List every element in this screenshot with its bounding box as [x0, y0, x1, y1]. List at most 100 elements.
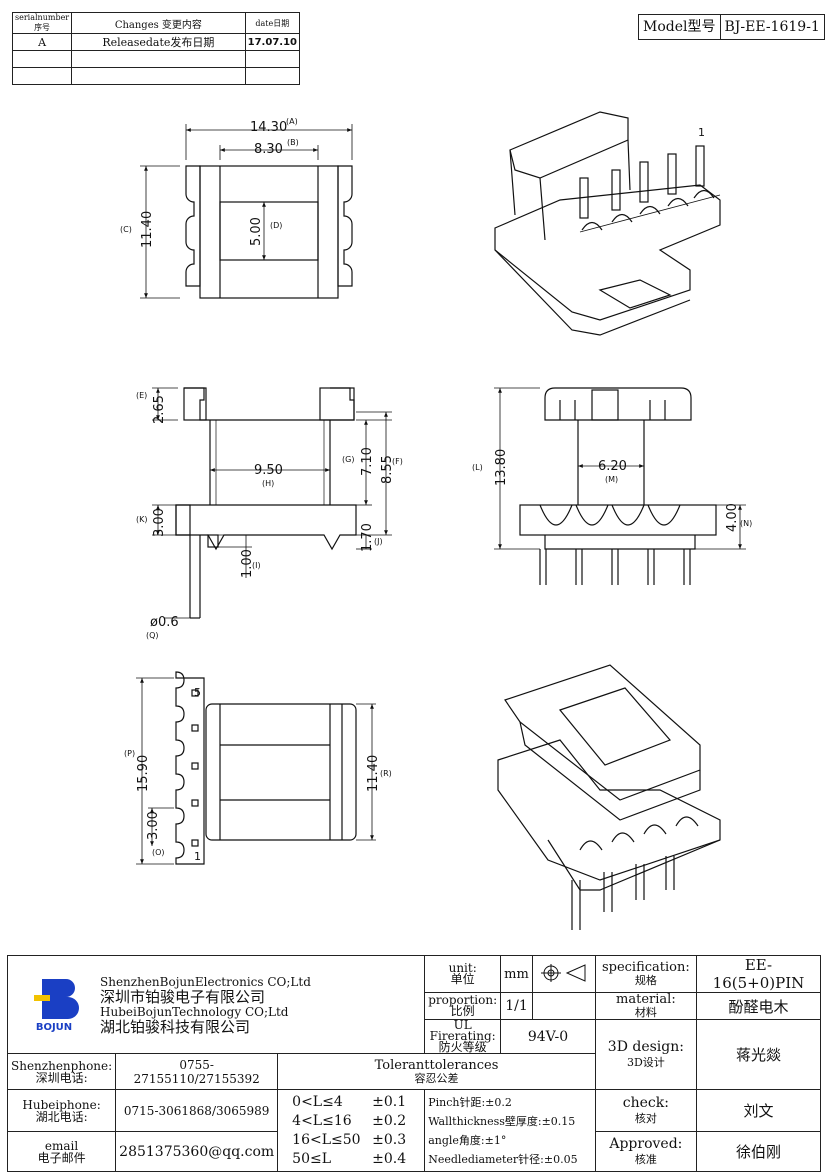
shenzhen-phone: 0755-27155110/27155392	[115, 1053, 279, 1090]
dim-k-label: (K)	[136, 515, 148, 524]
dim-p-value: 15.90	[136, 755, 151, 792]
dim-n-value: 4.00	[725, 503, 740, 532]
tolerance-row: 4<L≤16±0.2	[292, 1112, 407, 1129]
bottom-view	[136, 671, 376, 865]
model-box: Model型号 BJ-EE-1619-1	[638, 14, 825, 40]
logo-text: BOJUN	[36, 1022, 72, 1033]
tolerances-title-cn: 容忍公差	[414, 1071, 459, 1085]
check-label: check:	[622, 1094, 669, 1111]
design-label-cn: 3D设计	[626, 1055, 665, 1069]
spec-label: specification:	[601, 960, 690, 975]
dim-l-value: 13.80	[494, 449, 509, 486]
model-label: Model型号	[643, 19, 716, 35]
dim-r-label: (R)	[380, 769, 392, 778]
notes-list: Pinch针距:±0.2 Wallthickness壁厚度:±0.15 angl…	[424, 1089, 596, 1172]
iso-pin-label-1: 1	[698, 126, 705, 139]
hubei-label-cn: 湖北电话:	[35, 1109, 88, 1124]
iso-view-top	[494, 111, 721, 336]
revision-table: serialnumber序号 Changes 变更内容 date日期 A Rel…	[11, 12, 301, 85]
company-cn-2: 湖北铂骏科技有限公司	[100, 1017, 251, 1036]
dim-g-label: (G)	[342, 455, 354, 464]
company-logo: BOJUN	[8, 973, 100, 1036]
approved-value: 徐伯刚	[695, 1131, 822, 1172]
iso-view-bottom	[497, 664, 721, 930]
dim-c-value: 11.40	[140, 211, 155, 248]
dim-e-label: (E)	[136, 391, 147, 400]
email-label: email	[44, 1138, 79, 1153]
dim-i-value: 1.00	[240, 549, 255, 578]
title-block: BOJUN ShenzhenBojunElectronics CO;Ltd 深圳…	[6, 955, 822, 1172]
dim-c-label: (C)	[120, 225, 132, 234]
company-cn-1: 深圳市铂骏电子有限公司	[100, 987, 266, 1006]
dim-b-value: 8.30	[254, 142, 283, 157]
dim-k-value: 3.00	[152, 508, 167, 537]
shenzhen-label: Shenzhenphone:	[11, 1058, 113, 1073]
dim-h-label: (H)	[262, 479, 274, 488]
top-view	[140, 124, 353, 299]
unit-label: unit:	[448, 961, 477, 975]
email-value: 2851375360@qq.com	[115, 1131, 279, 1172]
company-en-2: HubeiBojunTechnology CO;Ltd	[100, 1004, 289, 1019]
email-label-cn: 电子邮件	[37, 1150, 86, 1165]
tolerance-row: 16<L≤50±0.3	[292, 1131, 407, 1148]
dim-o-value: 3.00	[146, 811, 161, 840]
dim-o-label: (O)	[152, 848, 165, 857]
material-label-cn: 材料	[634, 1006, 657, 1019]
ul-label: UL Firerating:	[429, 1018, 496, 1043]
unit-value: mm	[500, 955, 533, 993]
dim-d-value: 5.00	[249, 217, 264, 246]
dim-p-label: (P)	[124, 749, 135, 758]
dim-j-value: 1.70	[360, 523, 375, 552]
side-view	[494, 387, 746, 585]
rev-change: Releasedate发布日期	[71, 33, 246, 51]
dim-r-value: 11.40	[366, 755, 381, 792]
dim-g-value: 7.10	[360, 447, 375, 476]
check-value: 刘文	[695, 1089, 822, 1132]
design-label: 3D design:	[607, 1038, 684, 1055]
hubei-phone: 0715-3061868/3065989	[115, 1089, 279, 1132]
tolerances-title: Toleranttolerances	[374, 1057, 499, 1073]
dim-b-label: (B)	[287, 138, 299, 147]
note-wall: Wallthickness壁厚度:±0.15	[428, 1114, 576, 1128]
dim-h-value: 9.50	[254, 463, 283, 478]
ul-value: 94V-0	[500, 1019, 596, 1054]
design-value: 蒋光燚	[695, 1019, 822, 1090]
dim-e-value: 2.65	[152, 395, 167, 424]
note-pinch: Pinch针距:±0.2	[428, 1095, 512, 1109]
proportion-label: proportion:	[428, 993, 498, 1007]
dim-a-label: (A)	[286, 117, 298, 126]
spec-label-cn: 规格	[634, 974, 657, 987]
dim-f-value: 8.55	[380, 455, 395, 484]
dim-l-label: (L)	[472, 463, 483, 472]
dim-m-label: (M)	[605, 475, 618, 484]
ul-label-cn: 防火等级	[438, 1040, 487, 1054]
note-needle: Needlediameter针径:±0.05	[428, 1152, 578, 1166]
dim-a-value: 14.30	[250, 120, 287, 135]
technical-drawing: 14.30 (A) 8.30 (B) 11.40 (C) 5.00 (D) 2.…	[120, 111, 752, 930]
proportion-label-cn: 比例	[450, 1004, 475, 1018]
unit-label-cn: 单位	[450, 972, 475, 986]
material-label: material:	[616, 992, 676, 1007]
material-value: 酚醛电木	[695, 992, 822, 1020]
tolerance-table: 0<L≤4±0.1 4<L≤16±0.2 16<L≤50±0.3 50≤L±0.…	[277, 1089, 426, 1172]
check-label-cn: 核对	[634, 1111, 657, 1125]
dim-q-value: ø0.6	[150, 615, 179, 630]
pin-label-1: 1	[194, 850, 201, 863]
dim-m-value: 6.20	[598, 459, 627, 474]
projection-symbol	[531, 955, 596, 993]
pin-label-5: 5	[194, 686, 201, 699]
approved-label-cn: 核准	[634, 1152, 657, 1166]
company-en-1: ShenzhenBojunElectronics CO;Ltd	[100, 974, 311, 989]
proportion-value: 1/1	[500, 992, 533, 1020]
front-view	[152, 387, 392, 619]
dim-q-label: (Q)	[146, 631, 159, 640]
company-cell: BOJUN ShenzhenBojunElectronics CO;Ltd 深圳…	[6, 955, 426, 1054]
tolerance-row: 50≤L±0.4	[292, 1150, 407, 1167]
dim-f-label: (F)	[392, 457, 403, 466]
approved-label: Approved:	[609, 1135, 683, 1152]
hubei-label: Hubeiphone:	[22, 1097, 101, 1112]
dim-d-label: (D)	[270, 221, 282, 230]
note-angle: angle角度:±1°	[428, 1133, 507, 1147]
dim-n-label: (N)	[740, 519, 752, 528]
model-value: BJ-EE-1619-1	[719, 15, 824, 39]
